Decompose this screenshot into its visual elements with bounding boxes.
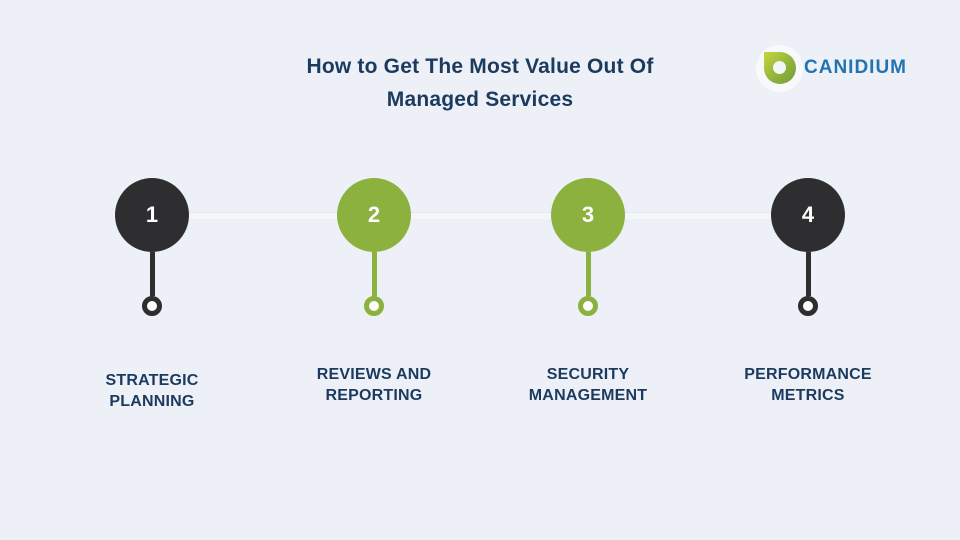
- step-1-ring: [142, 296, 162, 316]
- step-3-number: 3: [581, 202, 595, 227]
- step-2-stem: [371, 252, 377, 296]
- canidium-logo: CANIDIUM: [756, 45, 907, 92]
- timeline-step-1: 1 STRATEGIC PLANNING: [62, 178, 242, 412]
- page-title-line-1: How to Get The Most Value Out Of: [306, 55, 654, 78]
- leaf-drop-icon: [764, 52, 796, 84]
- logo-wordmark: CANIDIUM: [804, 57, 907, 78]
- step-4-circle: 4: [771, 178, 845, 252]
- step-4-label: PERFORMANCE METRICS: [744, 366, 872, 404]
- step-1-number: 1: [145, 202, 159, 227]
- timeline-step-4: 4 PERFORMANCE METRICS: [718, 178, 898, 406]
- step-1-circle: 1: [115, 178, 189, 252]
- step-1-label: STRATEGIC PLANNING: [105, 372, 199, 410]
- timeline-connector: [152, 212, 808, 219]
- step-4-stem: [805, 252, 811, 296]
- logo-badge: [756, 45, 803, 92]
- step-1-stem: [149, 252, 155, 296]
- leaf-drop-icon-hole: [773, 61, 786, 74]
- step-2-ring: [364, 296, 384, 316]
- step-2-number: 2: [367, 202, 381, 227]
- step-3-label: SECURITY MANAGEMENT: [528, 366, 648, 404]
- step-3-stem: [585, 252, 591, 296]
- step-4-ring: [798, 296, 818, 316]
- step-2-circle: 2: [337, 178, 411, 252]
- step-3-ring: [578, 296, 598, 316]
- step-4-number: 4: [801, 202, 815, 227]
- timeline-step-3: 3 SECURITY MANAGEMENT: [498, 178, 678, 406]
- step-3-circle: 3: [551, 178, 625, 252]
- step-2-label: REVIEWS AND REPORTING: [316, 366, 432, 404]
- title-wrap: How to Get The Most Value Out Of Managed …: [0, 50, 960, 116]
- page-title-line-2: Managed Services: [386, 88, 574, 111]
- page-title: How to Get The Most Value Out Of Managed …: [0, 50, 960, 116]
- timeline-step-2: 2 REVIEWS AND REPORTING: [284, 178, 464, 406]
